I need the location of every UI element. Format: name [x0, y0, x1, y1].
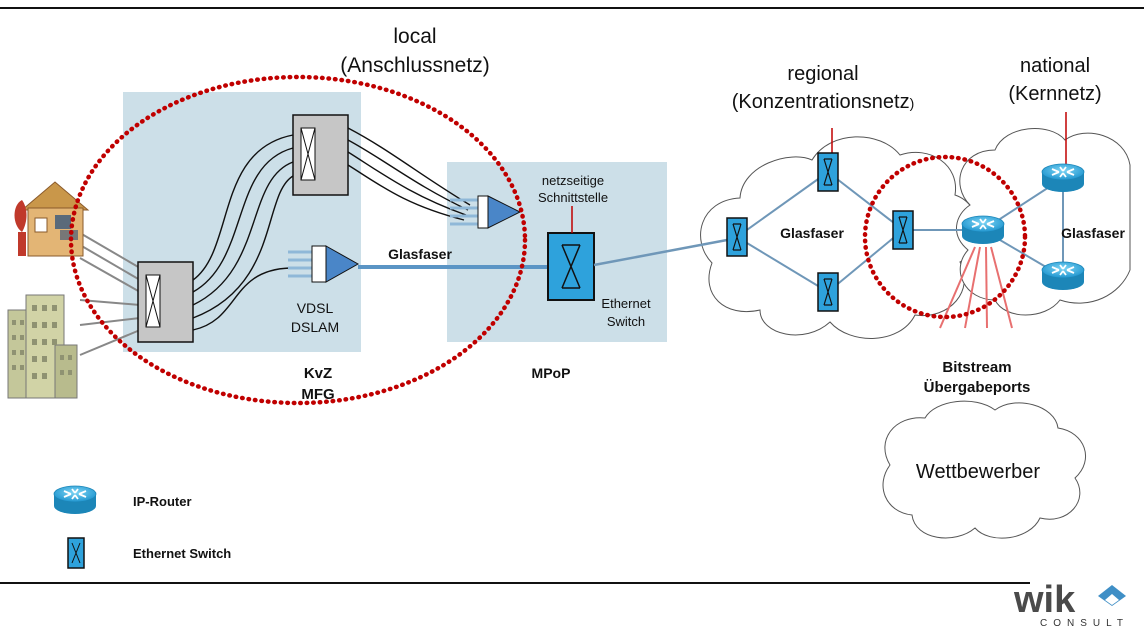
mfg-label: MFG	[301, 386, 334, 403]
glasfaser-regional-label: Glasfaser	[780, 225, 844, 241]
legend-switch-icon	[67, 537, 85, 569]
uebergabeports-label: Übergabeports	[924, 379, 1031, 396]
national-title: national	[1020, 55, 1090, 77]
office-building-icon	[7, 294, 78, 399]
national-subtitle: (Kernnetz)	[1008, 83, 1101, 105]
ethernet-switch-icon	[817, 272, 839, 312]
mpop-ethernet-switch	[547, 232, 595, 301]
regional-title: regional	[787, 63, 858, 85]
fiber-splitter	[450, 195, 522, 229]
ethernet-switch-icon	[817, 152, 839, 192]
subscriber-lines	[79, 232, 141, 356]
ethernet-label: Ethernet	[601, 296, 651, 311]
router-icon	[1041, 163, 1085, 193]
switch-label: Switch	[607, 314, 645, 329]
wettbewerber-cloud	[882, 400, 1086, 539]
national-cloud	[956, 128, 1131, 316]
router-icon	[961, 215, 1005, 245]
legend: IP-Router Ethernet Switch	[53, 485, 231, 569]
ethernet-switch-icon	[892, 210, 914, 250]
router-icon	[1041, 261, 1085, 291]
schnittstelle-label: Schnittstelle	[538, 190, 608, 205]
dslam-label: DSLAM	[291, 319, 339, 335]
vdsl-label: VDSL	[297, 300, 334, 316]
legend-router-label: IP-Router	[133, 494, 192, 509]
glasfaser-national-label: Glasfaser	[1061, 225, 1125, 241]
wik-consult-logo: wik CONSULT	[1013, 579, 1129, 628]
mfg-cabinet	[137, 261, 194, 343]
kvz-cabinet	[292, 114, 349, 196]
local-subtitle: (Anschlussnetz)	[340, 54, 489, 77]
copper-cables	[192, 127, 471, 331]
backhaul-link	[593, 238, 728, 267]
netzseitige-label: netzseitige	[542, 173, 604, 188]
logo-text: wik	[1013, 579, 1076, 621]
glasfaser-access-label: Glasfaser	[388, 246, 452, 262]
dslam-icon	[288, 245, 360, 283]
ethernet-switch-icon	[726, 217, 748, 257]
local-title: local	[393, 25, 436, 48]
kvz-label: KvZ	[304, 365, 332, 382]
mpop-label: MPoP	[532, 365, 571, 381]
wettbewerber-label: Wettbewerber	[916, 461, 1040, 483]
logo-subtext: CONSULT	[1040, 618, 1129, 628]
legend-router-icon	[53, 485, 97, 515]
bitstream-zone-outline	[862, 154, 1028, 320]
legend-switch-label: Ethernet Switch	[133, 546, 231, 561]
house-icon	[14, 181, 90, 257]
local-zone-outline	[68, 74, 528, 406]
bitstream-label: Bitstream	[942, 359, 1011, 376]
regional-subtitle: (Konzentrationsnetz)	[732, 91, 915, 113]
